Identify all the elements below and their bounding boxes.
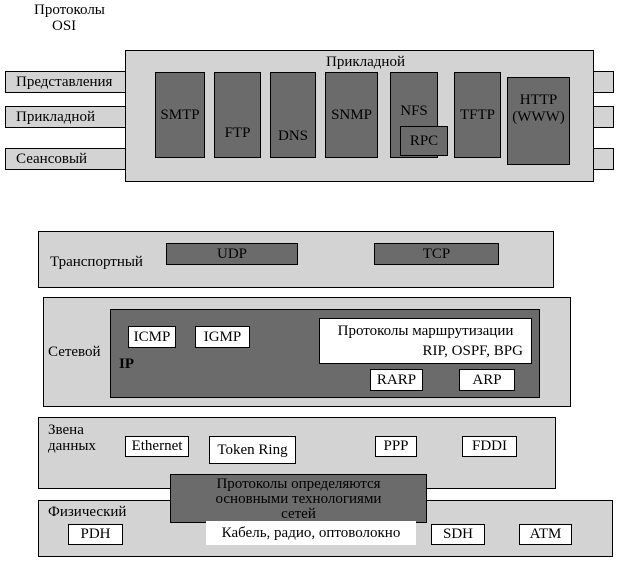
protocol-http: HTTP (WWW)	[507, 77, 570, 165]
protocol-tftp: TFTP	[454, 72, 501, 158]
protocol-pdh: PDH	[68, 524, 123, 545]
protocol-ethernet: Ethernet	[125, 436, 189, 457]
technologies-note-line3: сетей	[281, 506, 316, 522]
datalink-layer-label-line1: Звена	[48, 422, 84, 438]
protocol-arp: ARP	[459, 369, 515, 391]
protocol-atm: ATM	[519, 524, 572, 545]
ip-label: IP	[119, 356, 134, 372]
protocol-ppp: PPP	[375, 436, 417, 457]
protocol-http-line2: (WWW)	[512, 109, 565, 125]
protocol-smtp: SMTP	[155, 72, 205, 158]
right-tab-2	[593, 106, 614, 128]
physical-media: Кабель, радио, оптоволокно	[206, 521, 416, 545]
protocol-icmp: ICMP	[128, 326, 176, 348]
protocol-igmp: IGMP	[195, 326, 250, 348]
routing-protocols-line1: Протоколы маршрутизации	[337, 323, 514, 339]
protocol-udp: UDP	[166, 243, 298, 265]
side-layer-session: Сеансовый	[5, 148, 126, 170]
technologies-note: Протоколы определяются основными техноло…	[170, 474, 427, 523]
protocol-http-line1: HTTP	[519, 92, 558, 108]
osi-title-line2: OSI	[52, 18, 77, 34]
technologies-note-line2: основными технологиями	[215, 491, 382, 507]
protocol-nfs-label: NFS	[400, 103, 428, 119]
osi-title-line1: Протоколы	[34, 2, 105, 18]
routing-protocols-line2: RIP, OSPF, BPG	[422, 343, 523, 359]
protocol-tcp: TCP	[374, 243, 499, 265]
right-tab-1	[593, 71, 614, 93]
protocol-sdh: SDH	[431, 524, 485, 545]
protocol-fddi: FDDI	[462, 436, 517, 457]
transport-layer-label: Транспортный	[50, 254, 143, 270]
right-tab-3	[593, 148, 614, 170]
datalink-layer-label-line2: данных	[48, 438, 96, 454]
protocol-token-ring: Token Ring	[209, 436, 296, 464]
protocol-rpc: RPC	[400, 126, 448, 156]
protocol-ftp-label: FTP	[224, 125, 251, 141]
protocol-dns: DNS	[270, 72, 316, 158]
protocol-dns-label: DNS	[277, 128, 308, 144]
application-layer-label: Прикладной	[326, 54, 405, 70]
protocol-rarp: RARP	[370, 369, 423, 391]
protocol-snmp: SNMP	[325, 72, 378, 158]
side-layer-application: Прикладной	[5, 106, 126, 128]
side-layer-presentation: Представления	[5, 71, 126, 93]
protocol-ftp: FTP	[214, 72, 261, 158]
physical-layer-label: Физический	[48, 504, 127, 520]
technologies-note-line1: Протоколы определяются	[216, 476, 381, 492]
routing-protocols: Протоколы маршрутизации RIP, OSPF, BPG	[319, 318, 532, 364]
network-layer-label: Сетевой	[48, 344, 101, 360]
